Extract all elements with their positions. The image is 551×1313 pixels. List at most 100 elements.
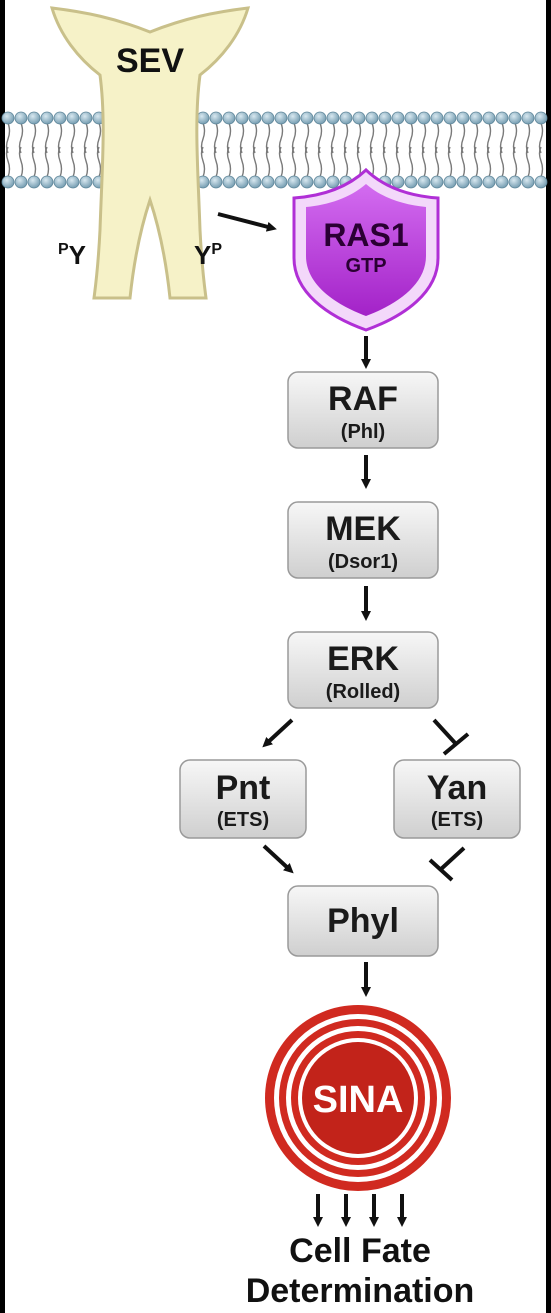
lipid-head bbox=[235, 175, 249, 189]
lipid-tail bbox=[499, 146, 505, 178]
lipid-tail bbox=[18, 146, 24, 178]
lipid-tail bbox=[382, 146, 388, 178]
lipid-tail bbox=[57, 146, 63, 178]
lipid-head bbox=[1, 111, 15, 125]
lipid-head bbox=[53, 175, 67, 189]
lipid-head bbox=[339, 111, 353, 125]
lipid-tail bbox=[70, 146, 76, 178]
pnt-sub: (ETS) bbox=[217, 809, 269, 831]
lipid-tail bbox=[96, 146, 102, 178]
lipid-head bbox=[261, 175, 275, 189]
mek-sub: (Dsor1) bbox=[328, 551, 398, 573]
ras1-sub: GTP bbox=[345, 255, 386, 277]
erk-label: ERK bbox=[327, 640, 399, 678]
lipid-tail bbox=[512, 146, 518, 178]
lipid-head bbox=[313, 111, 327, 125]
lipid-head bbox=[534, 175, 548, 189]
lipid-head bbox=[508, 175, 522, 189]
inhibit-erk-to-yan bbox=[432, 718, 470, 756]
lipid-tail bbox=[226, 146, 232, 178]
yan-sub: (ETS) bbox=[431, 809, 483, 831]
lipid-head bbox=[1, 175, 15, 189]
sina-node: SINA bbox=[265, 1005, 451, 1191]
erk-box bbox=[287, 631, 439, 709]
lipid-tail bbox=[265, 146, 271, 178]
lipid-head bbox=[40, 175, 54, 189]
sev-receptor: SEV PY YP bbox=[49, 6, 251, 300]
lipid-head bbox=[248, 111, 262, 125]
raf-sub: (Phl) bbox=[341, 421, 385, 443]
erk-node: ERK (Rolled) bbox=[287, 631, 439, 709]
lipid-head bbox=[365, 111, 379, 125]
lipid-head bbox=[417, 111, 431, 125]
lipid-tail bbox=[278, 146, 284, 178]
lipid-tail bbox=[408, 146, 414, 178]
ras1-label: RAS1 bbox=[323, 217, 408, 253]
lipid-head bbox=[274, 175, 288, 189]
lipid-tail bbox=[473, 146, 479, 178]
erk-sub: (Rolled) bbox=[326, 681, 400, 703]
lipid-tail bbox=[460, 146, 466, 178]
pnt-node: Pnt (ETS) bbox=[179, 759, 307, 839]
lipid-head bbox=[40, 111, 54, 125]
lipid-head bbox=[209, 111, 223, 125]
lipid-head bbox=[508, 111, 522, 125]
lipid-head bbox=[456, 175, 470, 189]
cell-membrane bbox=[1, 111, 548, 189]
lipid-head bbox=[430, 175, 444, 189]
phyl-label: Phyl bbox=[327, 902, 399, 940]
lipid-head bbox=[274, 111, 288, 125]
lipid-head bbox=[352, 111, 366, 125]
ras1-shield-inner bbox=[306, 184, 426, 316]
lipid-tail bbox=[434, 146, 440, 178]
lipid-head bbox=[248, 175, 262, 189]
lipid-head bbox=[53, 111, 67, 125]
phospho-tyrosine-left: PY bbox=[58, 240, 86, 270]
arrow-pnt-to-phyl bbox=[262, 844, 294, 874]
lipid-head bbox=[482, 175, 496, 189]
lipid-head bbox=[443, 111, 457, 125]
lipid-tail bbox=[83, 146, 89, 178]
sina-label: SINA bbox=[313, 1079, 404, 1121]
yan-label: Yan bbox=[427, 769, 487, 807]
lipid-tail bbox=[200, 146, 206, 178]
left-border bbox=[0, 0, 5, 1313]
phospho-tyrosine-right: YP bbox=[194, 240, 222, 270]
mek-label: MEK bbox=[325, 510, 401, 548]
lipid-head bbox=[521, 175, 535, 189]
lipid-head bbox=[391, 111, 405, 125]
lipid-head bbox=[404, 111, 418, 125]
lipid-head bbox=[66, 175, 80, 189]
lipid-head bbox=[443, 175, 457, 189]
lipid-tail bbox=[317, 146, 323, 178]
raf-box bbox=[287, 371, 439, 449]
lipid-head bbox=[14, 111, 28, 125]
sina-core bbox=[302, 1042, 414, 1154]
lipid-head bbox=[27, 111, 41, 125]
pnt-label: Pnt bbox=[216, 769, 271, 807]
arrow-sev-to-ras bbox=[217, 212, 277, 232]
phyl-box bbox=[287, 885, 439, 957]
outcome-line-1: Cell Fate bbox=[289, 1232, 431, 1270]
lipid-head bbox=[417, 175, 431, 189]
lipid-head bbox=[14, 175, 28, 189]
yan-box bbox=[393, 759, 521, 839]
lipid-head bbox=[300, 111, 314, 125]
lipid-tail bbox=[239, 146, 245, 178]
lipid-head bbox=[66, 111, 80, 125]
lipid-head bbox=[482, 111, 496, 125]
lipid-head bbox=[300, 175, 314, 189]
lipid-head bbox=[378, 111, 392, 125]
lipid-head bbox=[196, 111, 210, 125]
yan-node: Yan (ETS) bbox=[393, 759, 521, 839]
lipid-tail bbox=[213, 146, 219, 178]
lipid-head bbox=[326, 111, 340, 125]
sina-output-arrows bbox=[313, 1194, 407, 1227]
lipid-head bbox=[495, 111, 509, 125]
raf-label: RAF bbox=[328, 380, 398, 418]
lipid-tail bbox=[330, 146, 336, 178]
lipid-head bbox=[456, 111, 470, 125]
lipid-head bbox=[469, 175, 483, 189]
lipid-tail bbox=[291, 146, 297, 178]
